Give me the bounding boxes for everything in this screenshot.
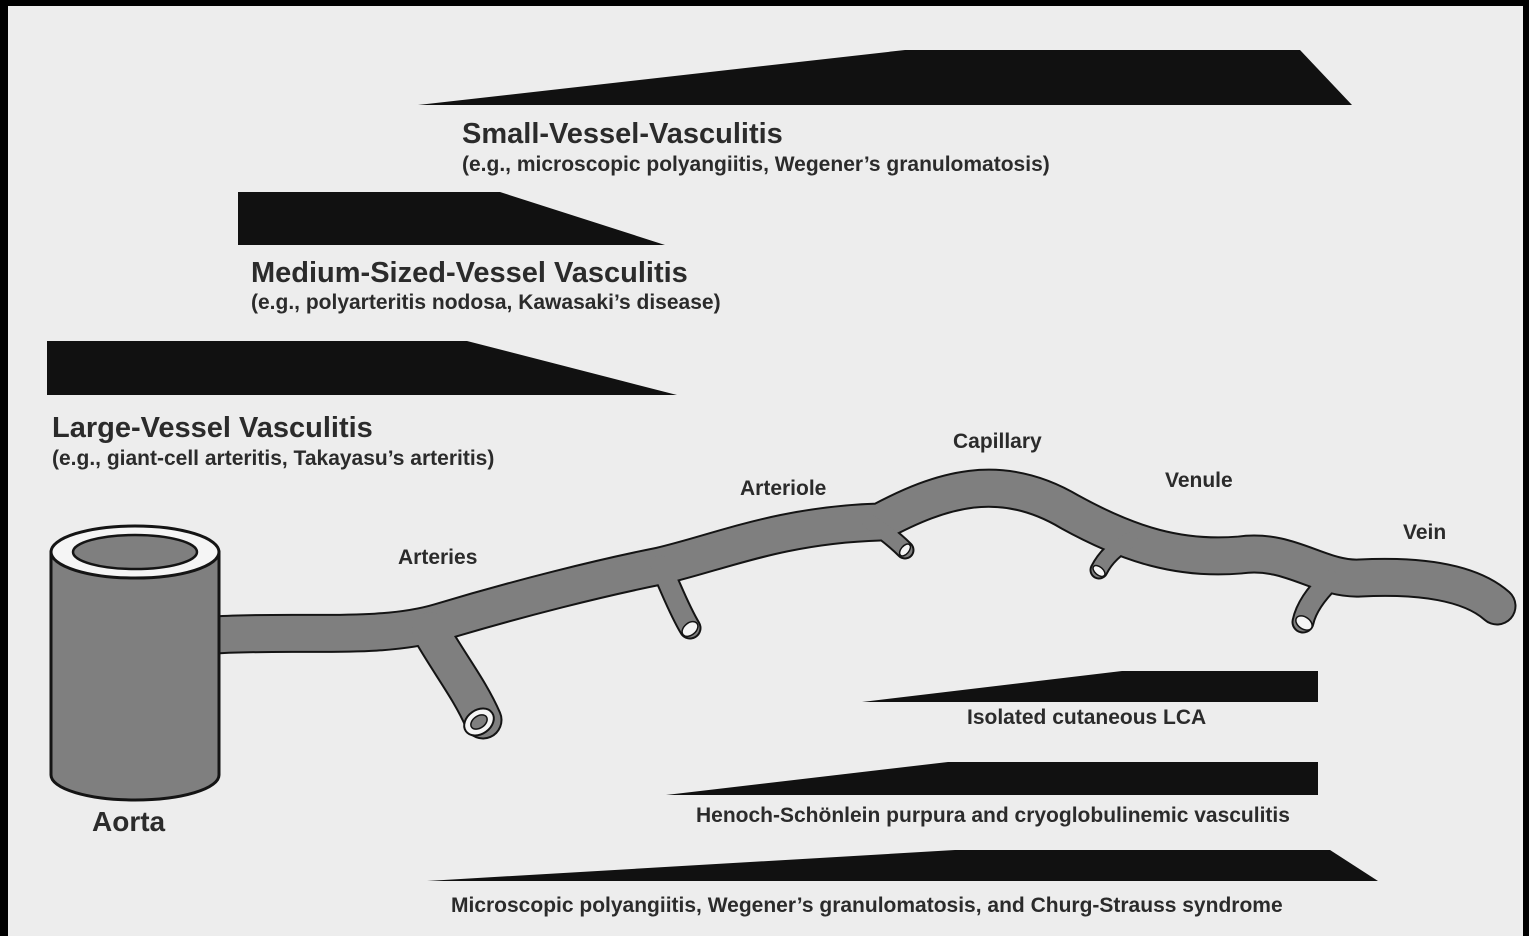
vein-label: Vein	[1403, 521, 1446, 545]
medium-vessel-range-bar	[238, 192, 665, 245]
arteries-label: Arteries	[398, 546, 477, 570]
large-vessel-range-bar	[47, 341, 677, 395]
arteriole-label: Arteriole	[740, 477, 826, 501]
lca-range-bar	[862, 671, 1318, 702]
hsp-range-bar	[666, 762, 1318, 795]
medium-vessel-examples: (e.g., polyarteritis nodosa, Kawasaki’s …	[251, 291, 721, 315]
hsp-label: Henoch-Schönlein purpura and cryoglobuli…	[696, 804, 1290, 828]
venule-label: Venule	[1165, 469, 1233, 493]
mpa-range-bar	[427, 850, 1378, 881]
large-vessel-title: Large-Vessel Vasculitis	[52, 412, 373, 445]
small-vessel-range-bar	[418, 50, 1352, 105]
small-vessel-examples: (e.g., microscopic polyangiitis, Wegener…	[462, 153, 1050, 177]
aorta-cylinder	[51, 526, 219, 800]
mpa-label: Microscopic polyangiitis, Wegener’s gran…	[451, 894, 1283, 918]
capillary-label: Capillary	[953, 430, 1042, 454]
large-vessel-examples: (e.g., giant-cell arteritis, Takayasu’s …	[52, 447, 494, 471]
aorta-label: Aorta	[92, 806, 165, 838]
small-vessel-title: Small-Vessel-Vasculitis	[462, 118, 783, 151]
medium-vessel-title: Medium-Sized-Vessel Vasculitis	[251, 257, 688, 290]
lca-label: Isolated cutaneous LCA	[967, 706, 1206, 730]
